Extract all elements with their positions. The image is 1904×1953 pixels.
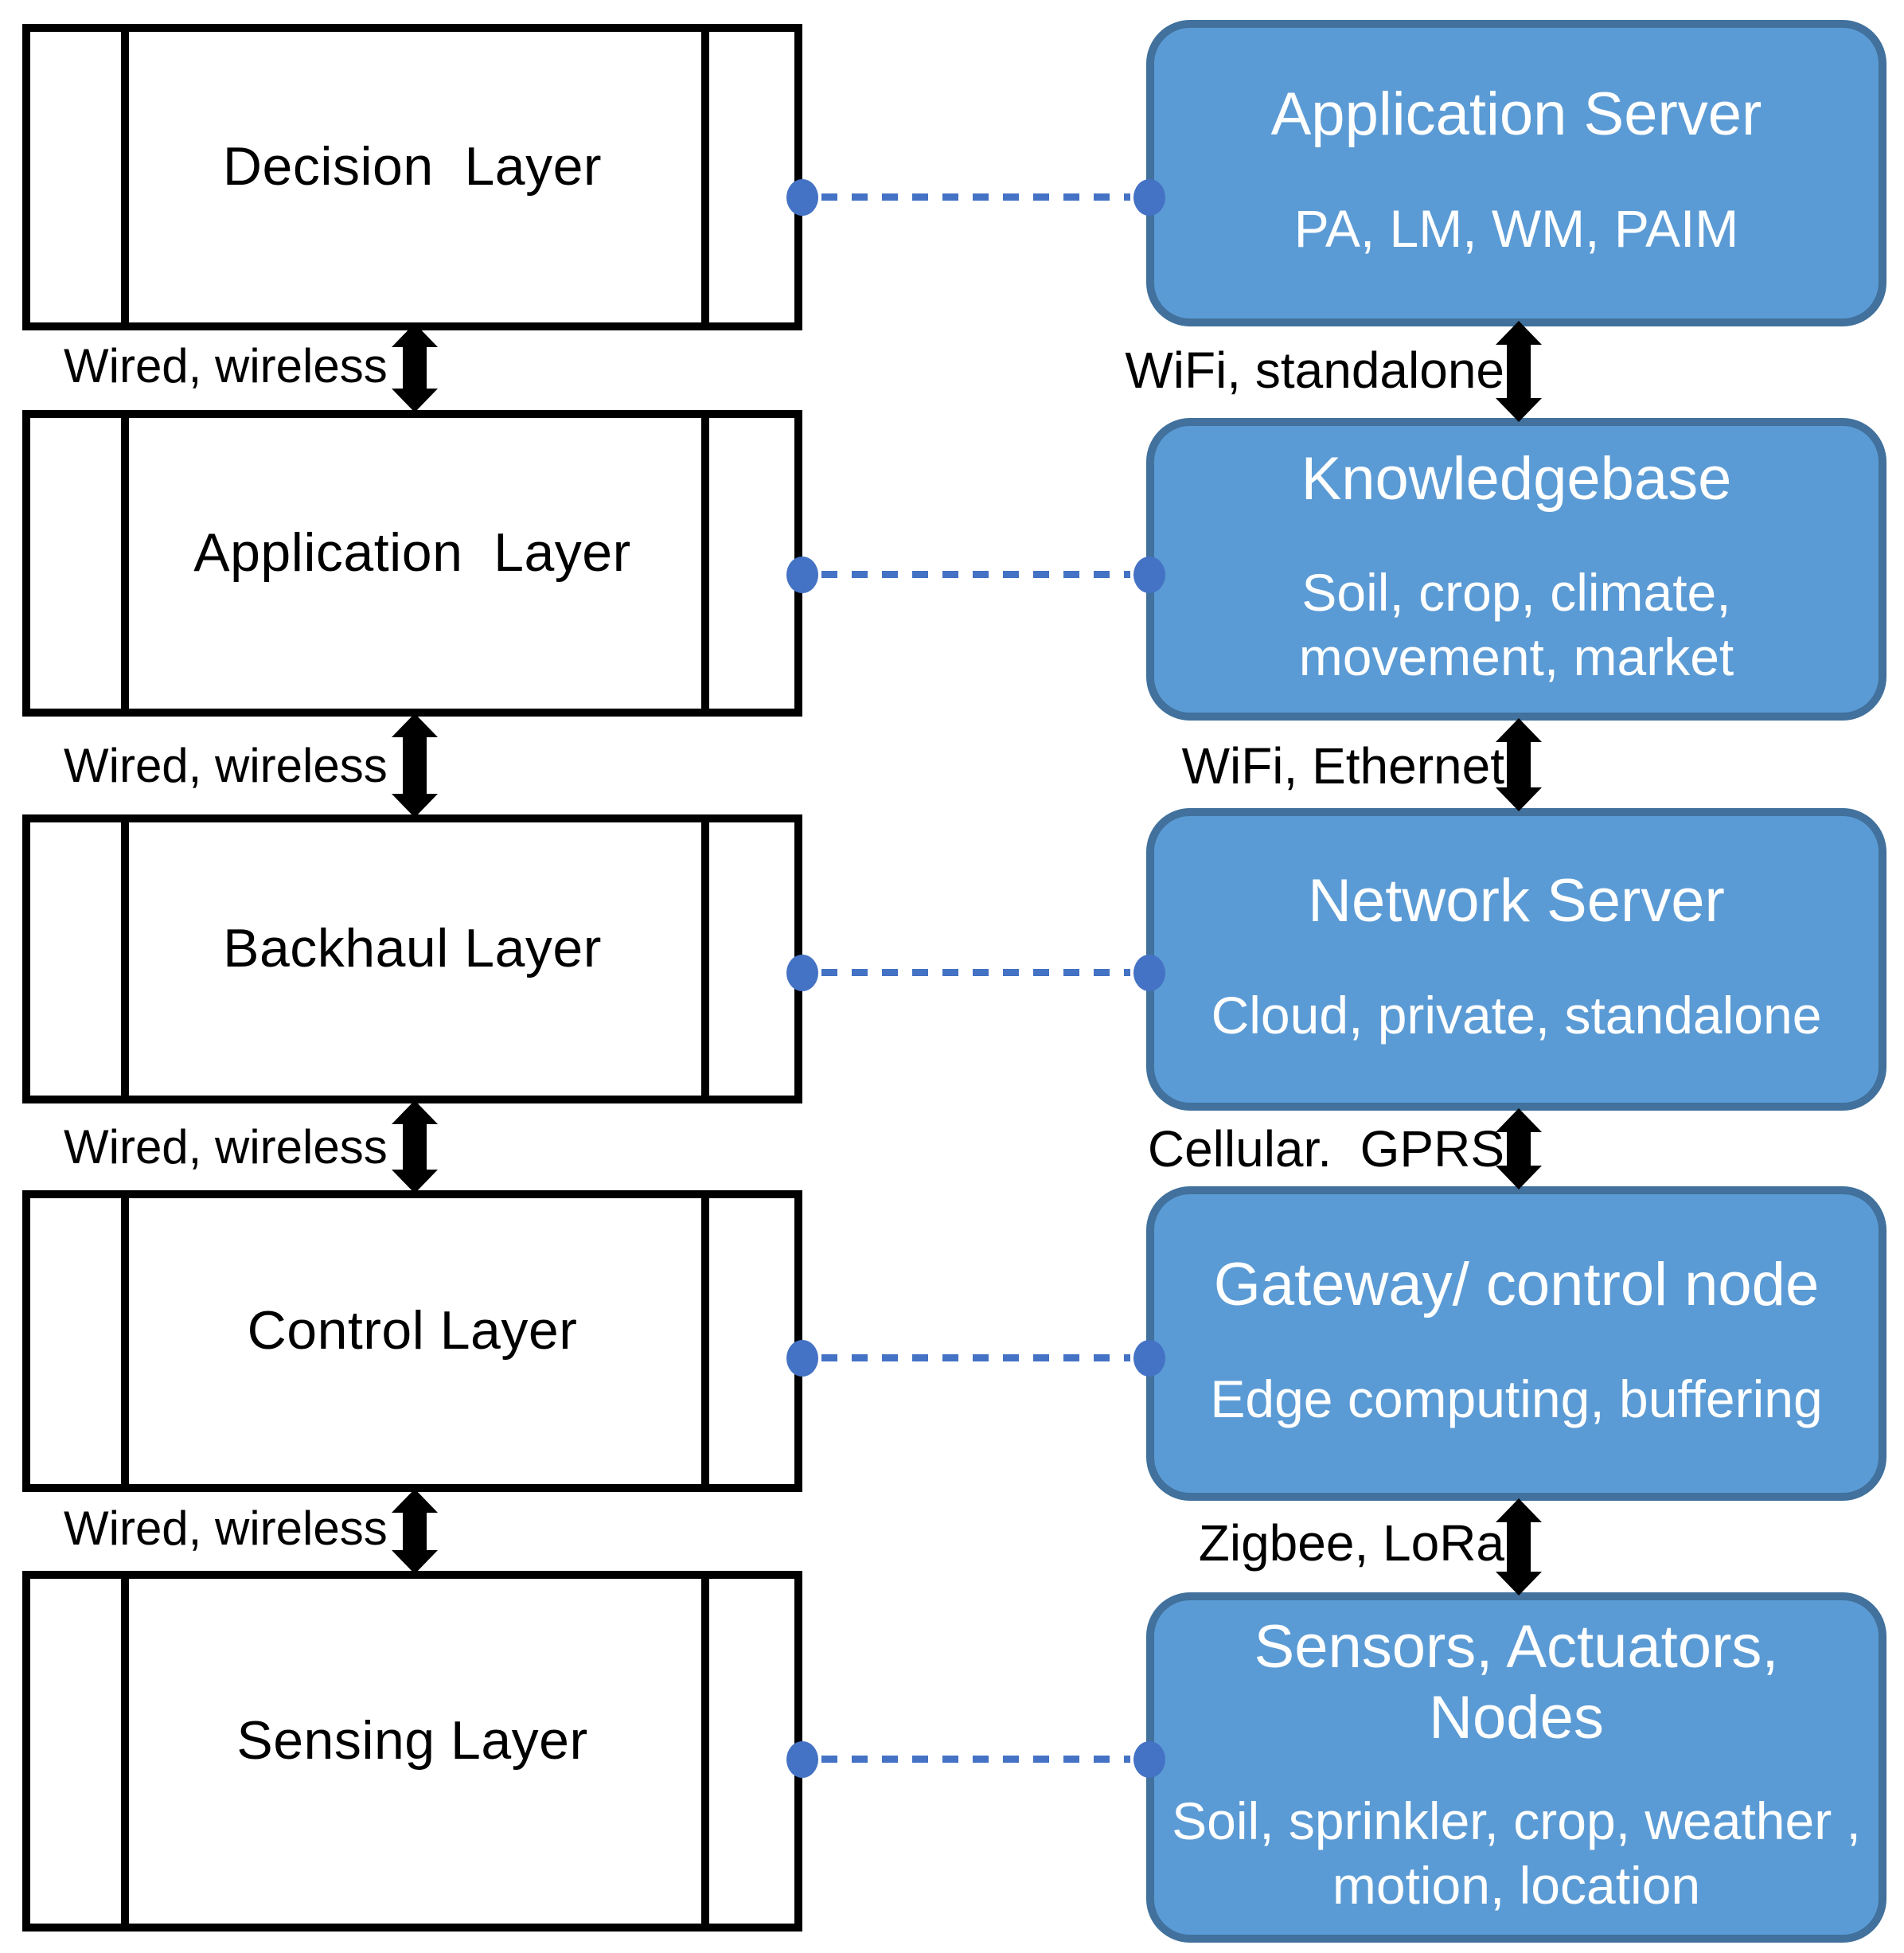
- layer-label-application: Application Layer: [193, 521, 631, 583]
- node-title: Network Server: [1308, 866, 1725, 935]
- layer-label-control: Control Layer: [247, 1299, 578, 1361]
- dashed-line: [821, 1354, 1130, 1361]
- node-sensors-actuators-nodes: Sensors, Actuators, Nodes Soil, sprinkle…: [1146, 1592, 1886, 1943]
- link-label-wired-wireless-4: Wired, wireless: [64, 1502, 388, 1555]
- link-label-wired-wireless-1: Wired, wireless: [64, 339, 388, 393]
- layer-label-sensing: Sensing Layer: [236, 1709, 588, 1771]
- layer-box-sensing: Sensing Layer: [22, 1571, 802, 1932]
- inner-divider-left: [121, 1198, 129, 1484]
- connector-dot-right: [1133, 557, 1165, 593]
- node-application-server: Application Server PA, LM, WM, PAIM: [1146, 20, 1886, 326]
- connector-backhaul-networkserver: [786, 952, 1165, 994]
- node-title: Sensors, Actuators, Nodes: [1254, 1612, 1779, 1752]
- node-subtitle: Soil, crop, climate, movement, market: [1298, 563, 1734, 686]
- node-title: Gateway/ control node: [1213, 1251, 1820, 1319]
- inner-divider-right: [701, 822, 709, 1096]
- link-label-wifi-standalone: WiFi, standalone: [1125, 342, 1504, 399]
- link-label-wired-wireless-2: Wired, wireless: [64, 739, 388, 792]
- node-subtitle: Edge computing, buffering: [1210, 1369, 1823, 1429]
- connector-dot-left: [786, 179, 818, 216]
- node-subtitle: Cloud, private, standalone: [1211, 985, 1822, 1045]
- layer-box-application: Application Layer: [22, 410, 802, 717]
- inner-divider-right: [701, 32, 709, 322]
- double-arrow-icon: [392, 323, 438, 412]
- inner-divider-right: [701, 418, 709, 709]
- double-arrow-icon: [1496, 1498, 1542, 1596]
- link-label-wired-wireless-3: Wired, wireless: [64, 1120, 388, 1174]
- connector-dot-left: [786, 955, 818, 991]
- dashed-line: [821, 571, 1130, 578]
- inner-divider-right: [701, 1579, 709, 1924]
- layer-label-decision: Decision Layer: [222, 135, 603, 197]
- inner-divider-left: [121, 1579, 129, 1924]
- double-arrow-icon: [392, 1489, 438, 1574]
- inner-divider-left: [121, 822, 129, 1096]
- node-gateway-control-node: Gateway/ control node Edge computing, bu…: [1146, 1186, 1886, 1501]
- connector-application-knowledgebase: [786, 554, 1165, 596]
- connector-dot-right: [1133, 955, 1165, 991]
- node-network-server: Network Server Cloud, private, standalon…: [1146, 808, 1886, 1111]
- layer-label-backhaul: Backhaul Layer: [223, 917, 602, 978]
- connector-dot-right: [1133, 179, 1165, 216]
- dashed-line: [821, 969, 1130, 976]
- connector-dot-right: [1133, 1340, 1165, 1377]
- inner-divider-left: [121, 32, 129, 322]
- layer-box-backhaul: Backhaul Layer: [22, 814, 802, 1103]
- double-arrow-icon: [392, 713, 438, 818]
- connector-dot-right: [1133, 1741, 1165, 1778]
- link-label-wifi-ethernet: WiFi, Ethernet: [1181, 737, 1504, 795]
- link-label-cellular-gprs: Cellular. GPRS: [1147, 1120, 1504, 1178]
- double-arrow-icon: [1496, 321, 1542, 422]
- link-label-zigbee-lora: Zigbee, LoRa: [1198, 1514, 1504, 1572]
- double-arrow-icon: [1496, 1108, 1542, 1189]
- dashed-line: [821, 193, 1130, 201]
- dashed-line: [821, 1756, 1130, 1763]
- inner-divider-right: [701, 1198, 709, 1484]
- layer-box-decision: Decision Layer: [22, 24, 802, 330]
- node-subtitle: Soil, sprinkler, crop, weather , motion,…: [1172, 1791, 1861, 1915]
- node-subtitle: PA, LM, WM, PAIM: [1293, 199, 1739, 259]
- double-arrow-icon: [1496, 718, 1542, 811]
- node-title: Knowledgebase: [1301, 444, 1732, 513]
- inner-divider-left: [121, 418, 129, 709]
- node-knowledgebase: Knowledgebase Soil, crop, climate, movem…: [1146, 418, 1886, 721]
- connector-dot-left: [786, 1741, 818, 1778]
- connector-decision-appserver: [786, 177, 1165, 218]
- layer-box-control: Control Layer: [22, 1190, 802, 1492]
- connector-dot-left: [786, 1340, 818, 1377]
- connector-sensing-sensors: [786, 1739, 1165, 1780]
- double-arrow-icon: [392, 1100, 438, 1193]
- node-title: Application Server: [1270, 80, 1762, 149]
- connector-control-gateway: [786, 1338, 1165, 1379]
- connector-dot-left: [786, 557, 818, 593]
